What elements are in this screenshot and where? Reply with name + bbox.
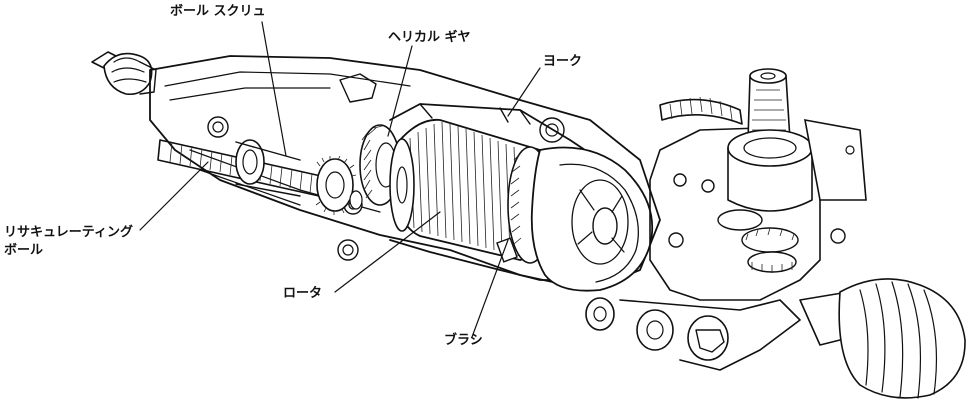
hose [659,96,743,125]
right-boot [799,278,966,399]
label-yoke: ヨーク [543,54,583,69]
label-brush: ブラシ [444,333,483,348]
ball-screw [157,139,363,215]
motor-end-cover [530,146,654,292]
label-rotor: ロータ [283,286,323,301]
label-recirculating-ball-line2: ボール [4,243,44,258]
leader-ball-screw [261,21,287,157]
leader-helical-gear [387,45,413,137]
leader-lines [139,21,541,338]
leader-rotor [334,211,441,293]
pinion-valve-assembly [649,68,867,301]
left-shaft-end [91,51,157,96]
label-recirculating-ball-line1: リサキュレーティング [4,225,133,240]
leader-brush [471,239,509,338]
leader-recirculating-ball [139,161,209,231]
label-ball-screw: ボール スクリュ [170,4,266,19]
lower-fittings [585,297,801,371]
label-helical-gear: ヘリカル ギヤ [388,30,471,45]
leader-yoke [507,67,541,117]
